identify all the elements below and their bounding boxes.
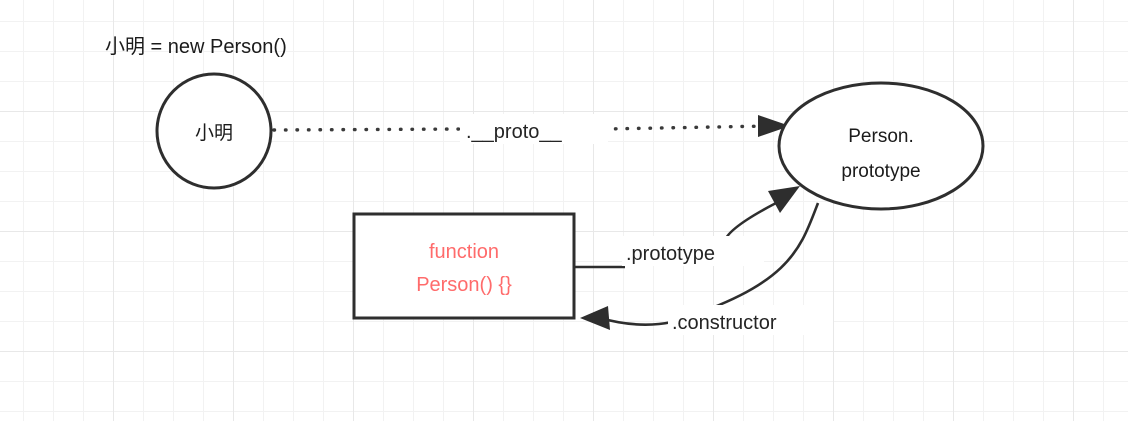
node-instance[interactable]: 小明 <box>155 72 273 190</box>
node-prototype-shape <box>777 81 985 211</box>
edge-constructor-label-bg <box>668 305 833 335</box>
node-constructor-function[interactable]: function Person() {} <box>352 212 576 320</box>
caption-assignment: 小明 = new Person() <box>105 35 287 58</box>
node-instance-label: 小明 <box>195 122 233 144</box>
edge-proto-label-bg <box>460 114 608 144</box>
node-instance-shape <box>155 72 273 190</box>
arrowhead-icon-proto <box>758 115 790 137</box>
node-prototype-label-line2: prototype <box>841 161 920 182</box>
node-constructor-function-shape <box>352 212 576 320</box>
edge-label-prototype: .prototype <box>626 243 715 265</box>
arrowhead-icon-constructor <box>580 306 610 330</box>
node-prototype[interactable]: Person. prototype <box>777 81 985 211</box>
node-prototype-label-line1: Person. <box>848 126 913 147</box>
edge-prototype-label-bg <box>622 236 764 266</box>
edge-prototype-ref[interactable]: .prototype <box>575 186 800 269</box>
edge-label-constructor: .constructor <box>672 312 777 334</box>
edge-proto-line-right <box>602 124 772 131</box>
edge-constructor-ref[interactable]: .constructor <box>580 202 833 335</box>
arrowhead-icon-prototype <box>768 186 800 213</box>
node-constructor-function-line1: function <box>429 241 499 263</box>
edge-proto[interactable]: .__proto__ <box>272 114 790 144</box>
node-constructor-function-line2: Person() {} <box>416 274 512 296</box>
edge-constructor-curve-tail <box>599 316 673 327</box>
edge-label-proto: .__proto__ <box>466 121 563 143</box>
edge-proto-line-left <box>272 127 465 132</box>
